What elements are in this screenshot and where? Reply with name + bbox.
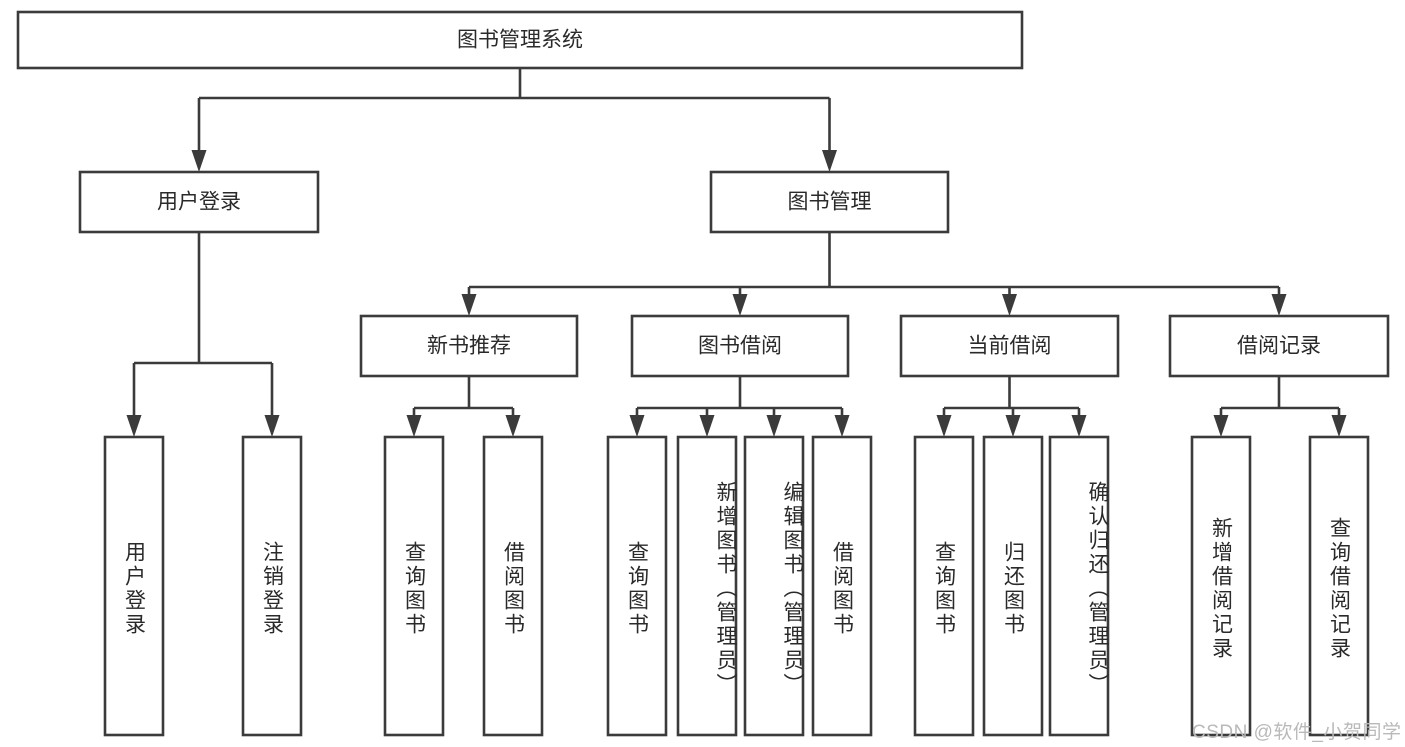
node-box-borrow-record[interactable] (1168, 314, 1390, 378)
watermark-credit: CSDN @软件_小贺同学 (1192, 722, 1402, 743)
arrow-leaf-borrow-book-bw (834, 415, 850, 437)
node-box-leaf-add-record[interactable] (1190, 435, 1252, 737)
node-box-leaf-borrow-book-bw[interactable] (811, 435, 873, 737)
node-label-new-book-rec: 新书推荐 (427, 335, 511, 358)
node-box-leaf-user-login[interactable] (103, 435, 165, 737)
arrow-leaf-query-book-rec (406, 415, 422, 437)
node-label-book-borrow: 图书借阅 (698, 335, 782, 358)
node-box-leaf-query-book-cb[interactable] (913, 435, 975, 737)
arrow-current-borrow (1002, 294, 1017, 316)
arrow-new-book-rec (461, 294, 477, 316)
arrow-leaf-logout (264, 415, 280, 437)
arrow-leaf-query-record (1331, 415, 1347, 437)
arrow-book-manage (822, 150, 837, 172)
node-box-leaf-return-book[interactable] (982, 435, 1044, 737)
node-box-leaf-borrow-book-rec[interactable] (482, 435, 544, 737)
node-label-current-borrow: 当前借阅 (968, 335, 1052, 358)
arrow-leaf-user-login (126, 415, 142, 437)
connector-layer (126, 68, 1347, 437)
node-box-book-borrow[interactable] (630, 314, 850, 378)
arrow-leaf-edit-book (766, 415, 782, 437)
arrow-leaf-borrow-book-rec (505, 415, 521, 437)
arrow-book-borrow (732, 294, 748, 316)
node-box-leaf-logout[interactable] (241, 435, 303, 737)
arrow-leaf-add-book (699, 415, 715, 437)
arrow-leaf-confirm-return (1071, 415, 1087, 437)
node-box-new-book-rec[interactable] (359, 314, 579, 378)
node-box-layer (16, 10, 1390, 737)
node-box-book-manage[interactable] (709, 170, 950, 234)
arrow-borrow-record (1271, 294, 1287, 316)
node-box-leaf-query-book-rec[interactable] (383, 435, 445, 737)
node-box-leaf-edit-book[interactable] (743, 435, 805, 737)
node-label-borrow-record: 借阅记录 (1237, 335, 1321, 358)
arrow-leaf-return-book (1005, 415, 1021, 437)
arrow-leaf-query-book-bw (629, 415, 645, 437)
node-box-leaf-add-book[interactable] (676, 435, 738, 737)
node-box-leaf-query-book-bw[interactable] (606, 435, 668, 737)
arrow-leaf-query-book-cb (936, 415, 952, 437)
node-box-leaf-query-record[interactable] (1308, 435, 1370, 737)
node-label-book-manage: 图书管理 (788, 191, 872, 214)
node-box-current-borrow[interactable] (899, 314, 1120, 378)
arrow-user-login (191, 150, 207, 172)
node-label-user-login: 用户登录 (157, 191, 241, 214)
node-box-root[interactable] (16, 10, 1024, 70)
node-label-root: 图书管理系统 (457, 29, 583, 52)
arrow-leaf-add-record (1213, 415, 1229, 437)
node-box-leaf-confirm-return[interactable] (1048, 435, 1110, 737)
node-box-user-login[interactable] (78, 170, 320, 234)
